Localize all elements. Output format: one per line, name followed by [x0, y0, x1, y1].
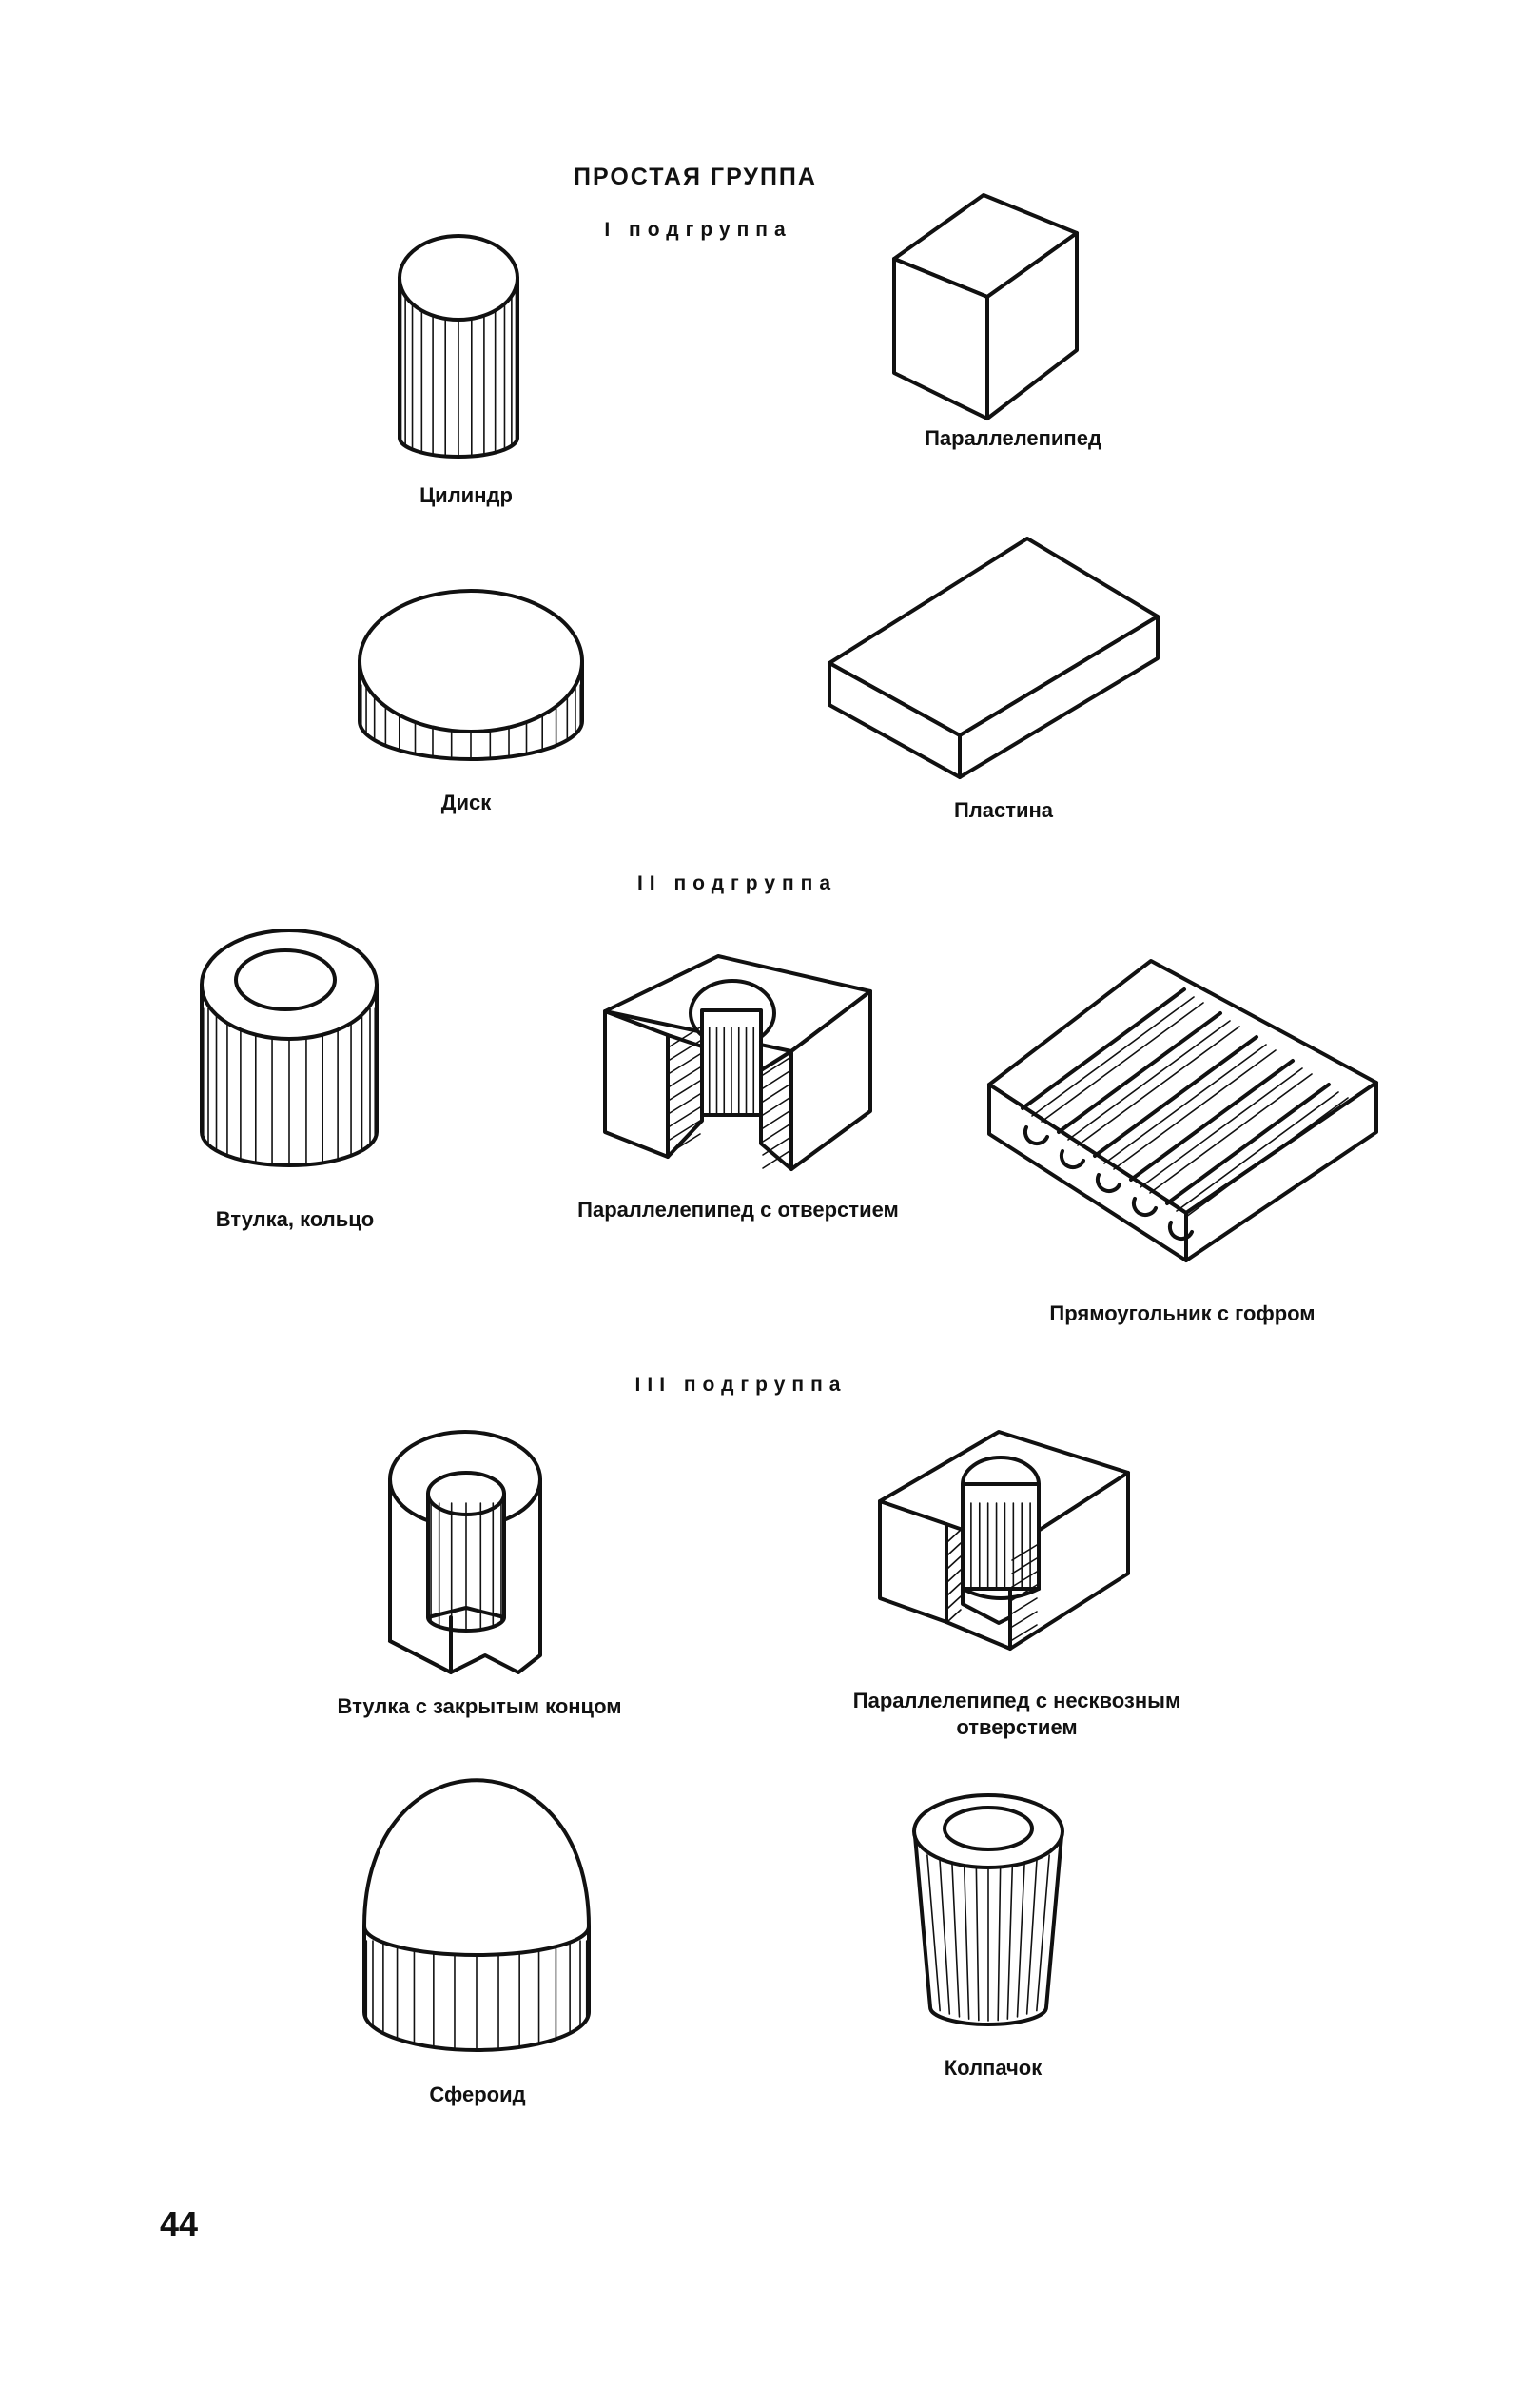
spheroid-figure — [362, 1778, 591, 2052]
label-cylinder: Цилиндр — [419, 483, 513, 507]
page-number: 44 — [160, 2204, 199, 2243]
cylinder-figure — [398, 234, 519, 459]
parallelepiped-hole-figure — [603, 954, 872, 1171]
disk-figure — [358, 589, 584, 761]
label-blind-hole-line1: Параллелепипед с несквозным — [852, 1689, 1181, 1712]
cap-figure — [912, 1793, 1064, 2026]
bushing-ring-figure — [200, 929, 379, 1167]
page-title: ПРОСТАЯ ГРУППА — [574, 164, 817, 190]
parallelepiped-figure — [892, 193, 1079, 420]
blind-hole-parallelepiped-figure — [878, 1430, 1130, 1651]
subgroup-3-heading: III подгруппа — [634, 1374, 848, 1396]
label-disk: Диск — [440, 791, 492, 814]
label-plate: Пластина — [953, 798, 1054, 822]
label-corrugated-rectangle: Прямоугольник с гофром — [1049, 1301, 1316, 1325]
subgroup-1-heading: I подгруппа — [604, 219, 792, 241]
label-closed-bushing: Втулка с закрытым концом — [337, 1694, 622, 1718]
label-cap: Колпачок — [944, 2056, 1043, 2080]
closed-bushing-figure — [388, 1430, 542, 1674]
plate-figure — [828, 537, 1160, 779]
label-spheroid: Сфероид — [429, 2082, 526, 2106]
corrugated-rectangle-figure — [987, 959, 1378, 1262]
label-blind-hole-parallelepiped: Параллелепипед с несквозным отверстием — [853, 1688, 1180, 1740]
subgroup-2-heading: II подгруппа — [636, 872, 838, 894]
label-parallelepiped: Параллелепипед — [925, 426, 1101, 450]
label-parallelepiped-hole: Параллелепипед с отверстием — [577, 1198, 899, 1222]
label-blind-hole-line2: отверстием — [956, 1714, 1078, 1739]
label-bushing-ring: Втулка, кольцо — [215, 1207, 375, 1231]
